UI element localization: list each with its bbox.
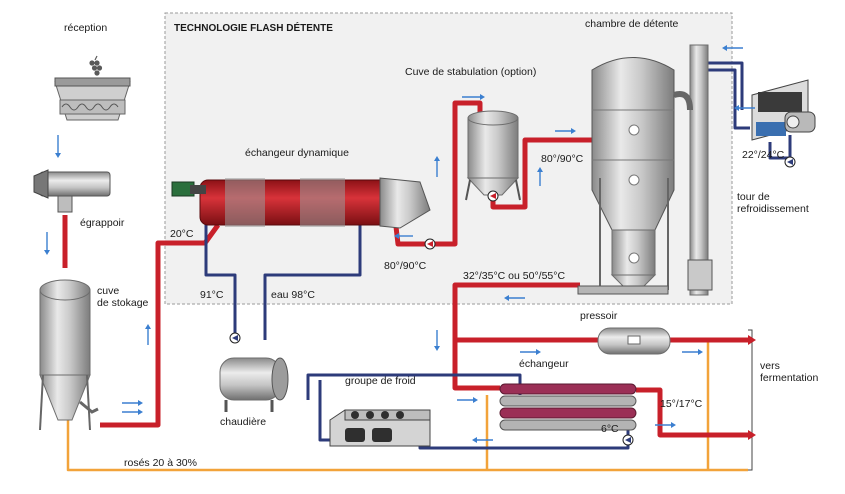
flow-arrow-icon: [122, 409, 143, 415]
press: [597, 327, 671, 355]
detente-chamber: [577, 44, 713, 296]
flow-arrow-icon: [434, 330, 440, 351]
flow-arrow-icon: [504, 295, 525, 301]
cooling-tower: [751, 79, 816, 141]
chaudiere-label: chaudière: [220, 416, 266, 428]
reception-label: réception: [64, 22, 107, 34]
vers-label-1: vers: [760, 360, 780, 372]
cuve-label-1: cuve: [97, 285, 119, 297]
pump-icon: [487, 190, 499, 202]
roses-label: rosés 20 à 30%: [124, 457, 197, 469]
flow-arrow-icon: [734, 105, 755, 111]
temp-91: 91°C: [200, 289, 224, 301]
refrigeration-unit: [329, 409, 431, 447]
groupe-froid-label: groupe de froid: [345, 375, 416, 387]
pressoir-label: pressoir: [580, 310, 618, 322]
pump-icon: [424, 238, 436, 250]
egrappoir-label: égrappoir: [80, 217, 125, 229]
flow-arrow-icon: [682, 349, 703, 355]
flow-arrow-icon: [462, 94, 485, 100]
tour-label-1: tour de: [737, 191, 770, 203]
output-arrow-top: [748, 335, 756, 345]
flow-arrow-icon: [722, 45, 743, 51]
pump-icon: [622, 434, 634, 446]
must-pipe-exchanger-out: [392, 100, 483, 247]
boiler: [219, 357, 289, 412]
coil-exchanger: [499, 383, 637, 431]
flow-arrow-icon: [520, 349, 541, 355]
cuve-label-2: de stokage: [97, 297, 149, 309]
echangeur-dynamique-label: échangeur dynamique: [245, 147, 349, 159]
grape-icon: [89, 55, 103, 76]
temp-15-17: 15°/17°C: [660, 398, 703, 410]
hot-water-pipe: [204, 210, 362, 340]
output-arrow-bottom: [748, 430, 756, 440]
temp-80-90-b: 80°/90°C: [541, 153, 584, 165]
tour-label-2: refroidissement: [737, 203, 809, 215]
reception-hopper: [54, 55, 131, 121]
zone-title: TECHNOLOGIE FLASH DÉTENTE: [174, 21, 333, 34]
flow-arrow-icon: [655, 422, 676, 428]
temp-eau-98: eau 98°C: [271, 289, 315, 301]
must-pipe-stabulation-out: [490, 137, 600, 210]
stabulation-tank: [465, 110, 521, 201]
egrappoir-machine: [33, 169, 111, 213]
temp-6: 6°C: [601, 423, 619, 435]
pump-icon: [784, 156, 796, 168]
chambre-detente-label: chambre de détente: [585, 18, 679, 30]
flow-arrow-icon: [537, 167, 543, 186]
dynamic-exchanger: [171, 177, 431, 229]
fermentation-bracket: [748, 329, 753, 471]
flow-arrow-icon: [122, 400, 143, 406]
temp-20: 20°C: [170, 228, 194, 240]
flow-arrow-icon: [44, 232, 50, 255]
stabulation-label: Cuve de stabulation (option): [405, 66, 536, 78]
flow-arrow-icon: [555, 128, 576, 134]
storage-tank: [39, 279, 99, 431]
cooling-tower-pipe: [707, 61, 792, 160]
flow-arrow-icon: [434, 156, 440, 177]
must-pipe-detente-out: [452, 282, 748, 438]
flow-arrow-icon: [472, 437, 493, 443]
flow-arrow-icon: [145, 324, 151, 345]
temp-32-55: 32°/35°C ou 50°/55°C: [463, 270, 565, 282]
rose-pipe: [66, 340, 748, 472]
temp-22-24: 22°/24°C: [742, 149, 785, 161]
flow-arrow-icon: [55, 135, 61, 158]
pump-icon: [229, 332, 241, 344]
flow-arrow-icon: [394, 233, 413, 239]
flow-arrow-icon: [457, 397, 478, 403]
temp-80-90-a: 80°/90°C: [384, 260, 427, 272]
echangeur-label: échangeur: [519, 358, 569, 370]
vers-label-2: fermentation: [760, 372, 819, 384]
